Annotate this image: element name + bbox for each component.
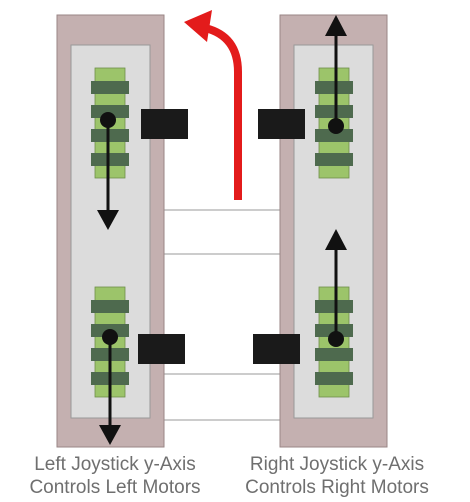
tread-segment: [315, 348, 353, 361]
caption-right-line1: Right Joystick y-Axis: [249, 454, 425, 475]
arrow-right-front-forward: [325, 15, 347, 134]
caption-left: Left Joystick y-Axis Controls Left Motor…: [0, 453, 230, 499]
tread-segment: [315, 324, 353, 337]
tread-segment: [91, 81, 129, 94]
tread-segment: [315, 105, 353, 118]
tread-segment: [91, 300, 129, 313]
motor-right-front: [258, 109, 305, 139]
arrow-right-rear-forward: [325, 229, 347, 347]
caption-right: Right Joystick y-Axis Controls Right Mot…: [222, 453, 452, 499]
tread-segment: [315, 129, 353, 142]
arrow-left-front-backward: [97, 112, 119, 230]
chassis-frame-upper: [149, 209, 296, 255]
motor-left-rear: [138, 334, 185, 364]
arrow-left-rear-backward: [99, 329, 121, 445]
tread-segment: [91, 129, 129, 142]
tread-segment: [91, 105, 129, 118]
caption-left-line2: Controls Left Motors: [29, 477, 201, 498]
chassis-frame-lower: [149, 373, 296, 421]
tank-drive-diagram: [56, 10, 388, 448]
turn-left-arrow: [184, 10, 242, 200]
tread-segment: [315, 153, 353, 166]
motor-right-rear: [253, 334, 300, 364]
caption-right-line2: Controls Right Motors: [245, 477, 429, 498]
tread-segment: [315, 81, 353, 94]
tread-segment: [315, 372, 353, 385]
tread-segment: [315, 300, 353, 313]
motor-left-front: [141, 109, 188, 139]
tread-segment: [91, 153, 129, 166]
caption-left-line1: Left Joystick y-Axis: [34, 454, 196, 475]
